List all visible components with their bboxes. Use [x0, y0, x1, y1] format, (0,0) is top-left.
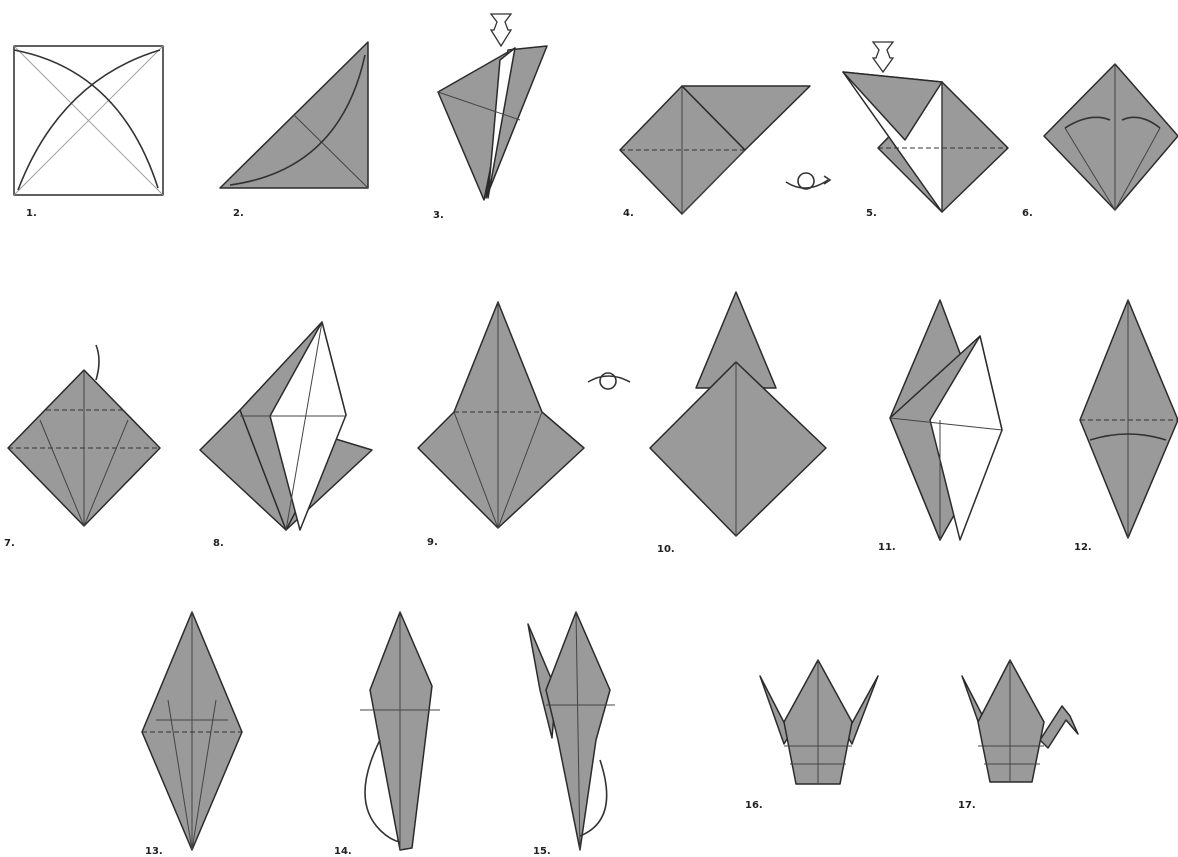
step-label-10: 10. [657, 544, 675, 555]
step-13-figure [142, 612, 242, 850]
step-label-17: 17. [958, 800, 976, 811]
step-12-figure [1080, 300, 1178, 538]
step-7-figure [8, 345, 160, 526]
step-label-5: 5. [866, 208, 877, 219]
step-label-9: 9. [427, 537, 438, 548]
step-3-figure [438, 14, 547, 200]
step-label-4: 4. [623, 208, 634, 219]
step-label-1: 1. [26, 208, 37, 219]
step-11-figure [890, 300, 1002, 540]
step-label-6: 6. [1022, 208, 1033, 219]
step-label-3: 3. [433, 210, 444, 221]
step-4-figure [620, 86, 810, 214]
step-label-13: 13. [145, 846, 163, 857]
down-arrow-icon [491, 14, 511, 46]
step-label-11: 11. [878, 542, 896, 553]
step-10-figure [650, 292, 826, 536]
step-1-figure [14, 46, 163, 195]
step-label-8: 8. [213, 538, 224, 549]
down-arrow-icon [873, 42, 893, 72]
turn-over-icon [588, 373, 630, 389]
step-label-16: 16. [745, 800, 763, 811]
step-label-7: 7. [4, 538, 15, 549]
step-label-14: 14. [334, 846, 352, 857]
step-6-figure [1044, 64, 1178, 210]
turn-over-icon [786, 173, 830, 189]
step-label-12: 12. [1074, 542, 1092, 553]
step-label-2: 2. [233, 208, 244, 219]
step-16-figure [760, 660, 878, 784]
step-9-figure [418, 302, 584, 528]
step-14-figure [360, 612, 440, 850]
step-label-15: 15. [533, 846, 551, 857]
step-2-figure [220, 42, 368, 188]
step-5-figure [843, 42, 1008, 212]
step-8-figure [200, 322, 372, 530]
step-17-figure [962, 660, 1078, 782]
step-15-figure [528, 612, 615, 850]
